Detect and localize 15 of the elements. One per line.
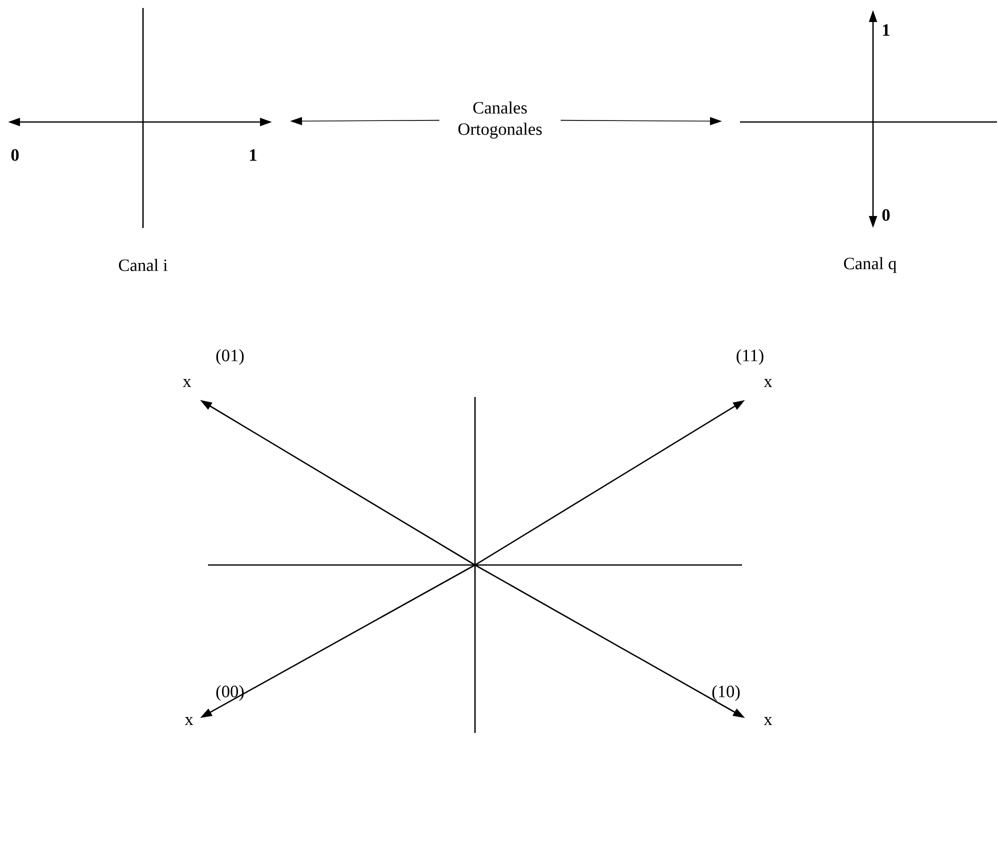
axis-label: (01) <box>216 349 244 365</box>
axis-label: Canal q <box>844 257 896 273</box>
axis-label: Canal i <box>118 258 168 272</box>
axis-label: (11) <box>736 349 764 365</box>
axis-label: (10) <box>712 685 740 701</box>
axis-label: x <box>184 717 194 725</box>
axis-label: 0 <box>11 149 19 161</box>
axis-label: 1 <box>883 24 890 36</box>
axis-label: (00) <box>216 685 244 701</box>
axis-label: x <box>764 717 772 725</box>
axis-label: x <box>764 379 772 387</box>
axis-label: x <box>182 379 192 387</box>
axis-label: 1 <box>250 149 256 161</box>
text-label: Canales Ortogonales <box>458 101 542 139</box>
axis-label: 0 <box>882 209 890 221</box>
